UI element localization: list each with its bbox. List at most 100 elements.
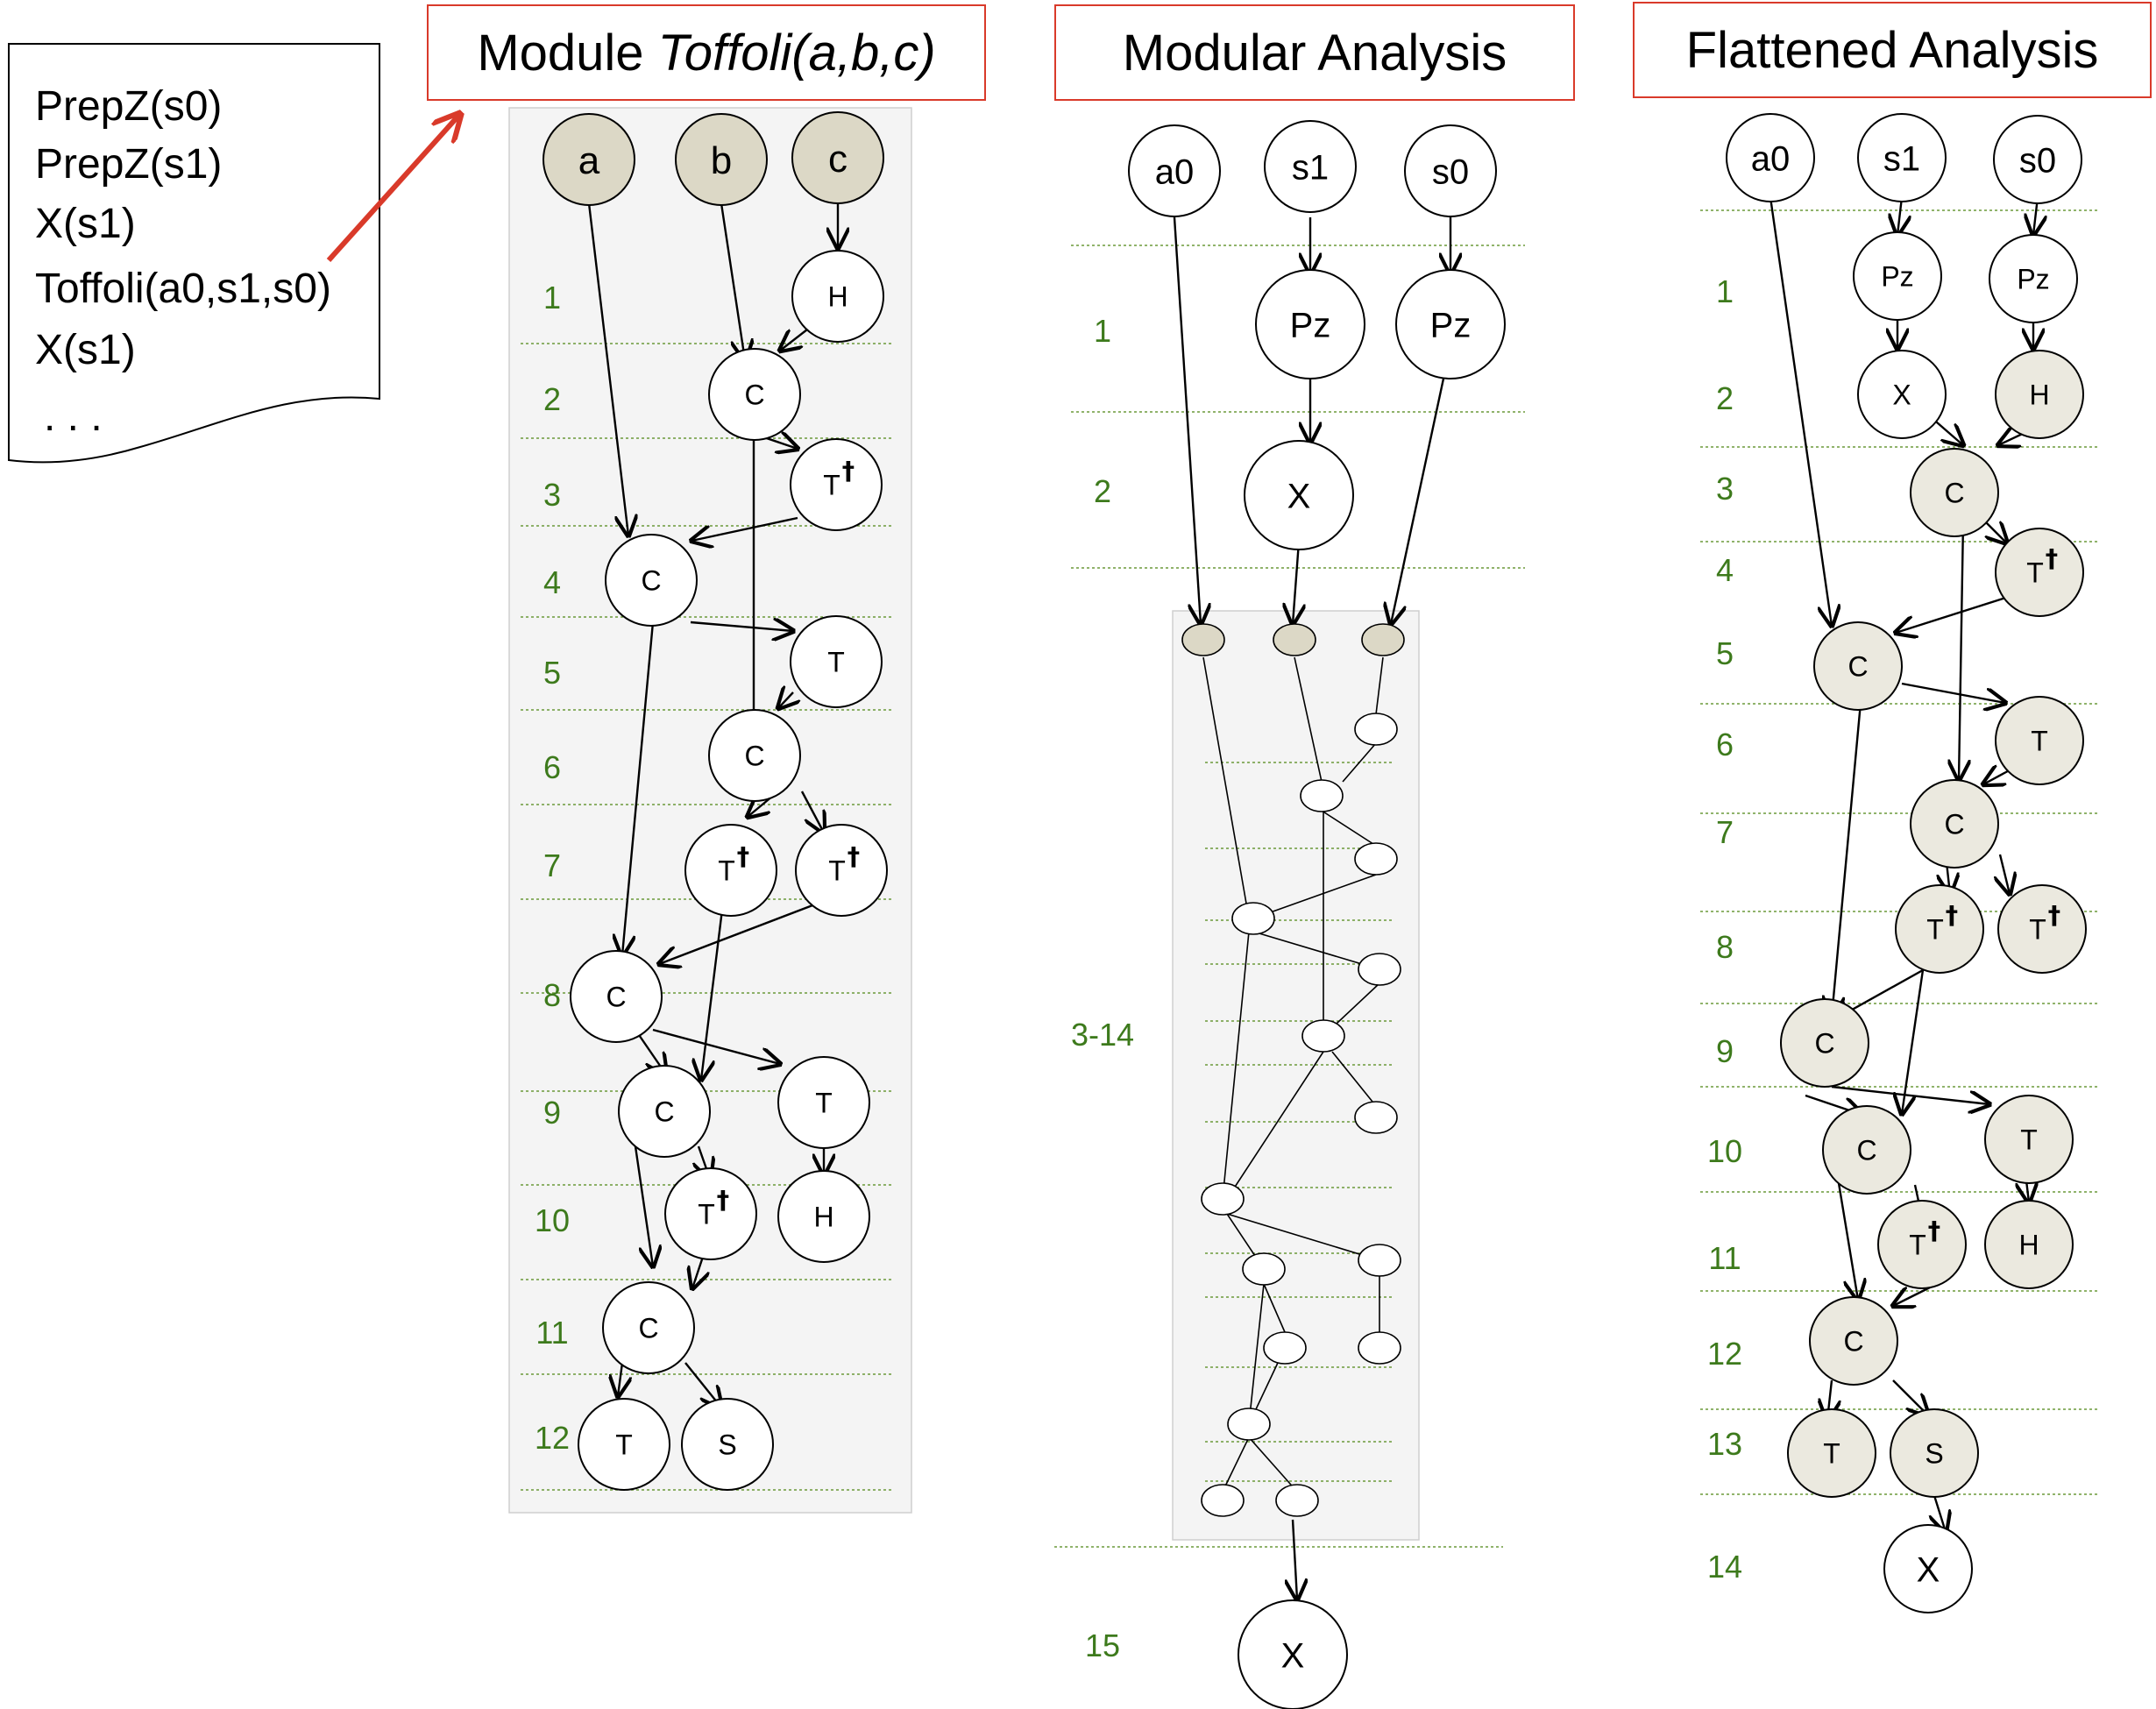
modular-gate-label: X [1281, 1636, 1305, 1675]
edge [1959, 521, 1963, 780]
module-gate-label: H [813, 1202, 833, 1233]
flattened-gate-node [1890, 1408, 1979, 1498]
flattened-gate-node [1910, 448, 1999, 537]
flattened-gate-label: Pz [2017, 264, 2049, 295]
modular-gate-node [1238, 1599, 1348, 1709]
module-gate-node [795, 824, 888, 917]
flattened-input-node [1993, 115, 2082, 204]
edge [1293, 1519, 1297, 1599]
modular-subpanel-bg [1172, 610, 1420, 1541]
modular-sub-node [1354, 1101, 1398, 1134]
flattened-title: Flattened Analysis [1685, 21, 2099, 79]
step-label: 8 [543, 977, 561, 1013]
module-gate-node [602, 1281, 695, 1374]
edge [652, 1028, 780, 1064]
modular-sub-node [1358, 953, 1401, 986]
module-gate-label: C [744, 379, 764, 411]
module-gate-dagger: † [737, 841, 749, 871]
edge [1892, 1379, 1928, 1415]
module-gate-node [791, 250, 884, 343]
modular-inner-edge [1375, 656, 1384, 715]
edge [1832, 683, 1864, 1017]
edge [618, 1362, 622, 1396]
modular-sub-node [1301, 1019, 1345, 1053]
flattened-gate-label: T [2029, 914, 2046, 946]
step-label: 1 [543, 280, 561, 316]
modular-sub-node [1201, 1484, 1245, 1517]
module-gate-node [777, 1170, 870, 1263]
module-gate-node [777, 1056, 870, 1149]
flattened-input-node [1857, 113, 1947, 202]
module-gate-node [578, 1398, 670, 1491]
edge [659, 901, 820, 964]
modular-gate-node [1395, 269, 1506, 379]
module-gate-label: C [606, 982, 626, 1013]
module-gate-label: T [698, 1199, 715, 1230]
edge [2000, 854, 2010, 894]
flattened-gate-node [1780, 998, 1869, 1088]
flattened-gate-node [1995, 528, 2084, 617]
module-gate-label: T [718, 855, 735, 887]
modular-input-node [1404, 124, 1497, 217]
code-page [8, 43, 380, 464]
modular-sub-node [1354, 842, 1398, 876]
code-line: PrepZ(s1) [35, 141, 223, 188]
module-input-label: b [711, 139, 732, 182]
flattened-gate-label: T [2031, 726, 2048, 757]
modular-sub-node [1275, 1484, 1319, 1517]
edge [691, 516, 798, 541]
modular-gate-node [1244, 440, 1354, 550]
step-label: 2 [543, 381, 561, 417]
module-gate-node [664, 1167, 757, 1260]
flattened-gate-node [1995, 696, 2084, 785]
edge [1173, 216, 1201, 624]
module-input-node [543, 113, 635, 206]
pointer-arrow [326, 114, 460, 263]
module-gate-node [681, 1398, 774, 1491]
flattened-gate-label: C [1847, 651, 1868, 683]
flattened-gate-dagger: † [1946, 900, 1958, 930]
module-input-label: a [578, 139, 600, 182]
edge [690, 622, 793, 631]
step-label: 4 [1716, 552, 1734, 588]
module-gate-label: C [654, 1096, 674, 1128]
flattened-gate-node [1877, 1200, 1967, 1289]
code-line: X(s1) [35, 327, 136, 373]
edge [1902, 963, 1926, 1114]
step-label: 6 [543, 749, 561, 785]
step-label: 4 [543, 564, 561, 600]
edge [622, 621, 655, 955]
flattened-gate-label: C [1843, 1326, 1863, 1358]
module-gate-dagger: † [842, 456, 855, 486]
modular-gate-label: Pz [1290, 306, 1331, 344]
flattened-gate-node [1910, 779, 1999, 869]
modular-inner-edge [1252, 874, 1377, 919]
module-gate-label: C [638, 1313, 658, 1344]
step-label: 11 [1708, 1240, 1741, 1276]
module-gate-label: C [641, 565, 661, 597]
flattened-gate-node [1997, 884, 2087, 974]
step-label: 2 [1094, 473, 1111, 509]
modular-inner-edge [1226, 1051, 1324, 1200]
modular-gate-label: Pz [1430, 306, 1472, 344]
modular-sub-node [1358, 1331, 1401, 1365]
modular-sub-input [1361, 623, 1405, 656]
edge [778, 692, 793, 708]
step-label: 9 [1716, 1033, 1734, 1069]
edge [587, 202, 628, 535]
flattened-gate-node [1813, 621, 1903, 711]
modular-sub-node [1227, 1408, 1271, 1441]
module-gate-node [708, 348, 801, 441]
modular-input-label: a0 [1155, 152, 1195, 191]
modular-input-label: s0 [1432, 152, 1469, 191]
module-gate-label: T [615, 1429, 633, 1461]
flattened-gate-label: T [1823, 1438, 1840, 1470]
module-title-italic: Toffoli(a,b,c) [657, 24, 936, 82]
flattened-gate-node [1984, 1200, 2074, 1289]
flattened-gate-dagger: † [2046, 543, 2058, 573]
edge [1837, 1182, 1858, 1300]
modular-inner-edge [1263, 1283, 1286, 1333]
module-title-prefix: Module [477, 24, 658, 82]
modular-sub-input [1181, 623, 1225, 656]
edge [1901, 682, 2005, 703]
